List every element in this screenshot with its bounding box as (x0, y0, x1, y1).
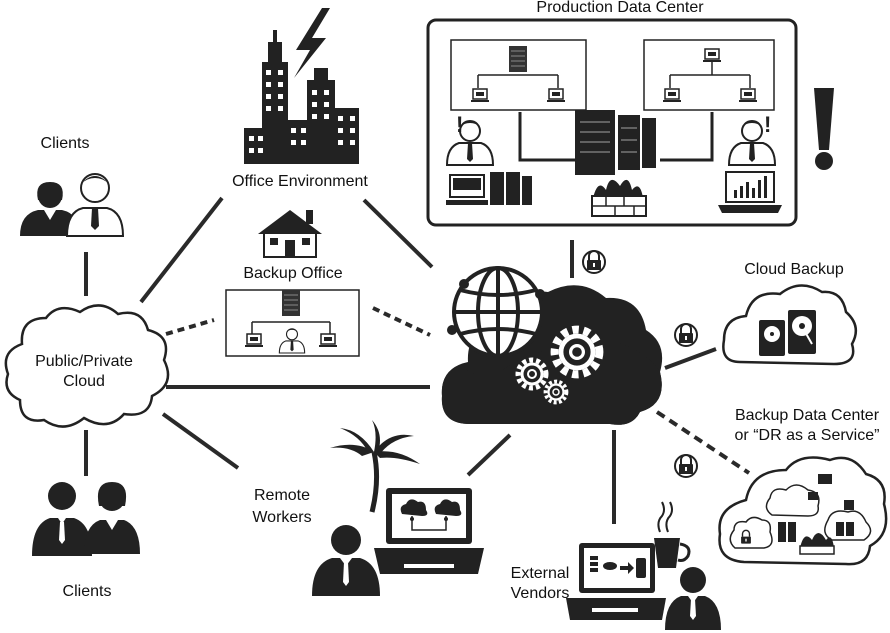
backup-office-label: Backup Office (243, 265, 343, 282)
svg-text:!: ! (456, 112, 463, 137)
cloud-backup-label: Cloud Backup (744, 261, 844, 278)
lock-icon (582, 250, 606, 274)
public-private-cloud-label-line1: Public/Private (35, 353, 133, 370)
remote-worker-user-icon (312, 525, 380, 596)
hard-drive-icon (759, 310, 816, 356)
line-cloud-office (139, 196, 224, 304)
office-environment-label: Office Environment (232, 173, 368, 190)
svg-text:!: ! (764, 112, 771, 137)
user-icon (20, 182, 80, 236)
laptop-icon (374, 488, 484, 574)
house-icon (258, 210, 322, 258)
central-cloud-hub (441, 266, 663, 425)
backup-data-center-label-line1: Backup Data Center (734, 407, 880, 424)
firewall-icon (591, 179, 647, 217)
remote-workers-label-line1: Remote (253, 487, 311, 504)
line-hub-remote-laptop (466, 433, 512, 477)
external-vendors-label-line1: External (510, 565, 570, 582)
production-data-center: ! ! (426, 18, 798, 227)
cloud-backup-icon (722, 284, 858, 366)
vendor-user-icon (665, 567, 721, 630)
dr-cloud-icon (718, 456, 888, 566)
lock-icon (674, 454, 698, 478)
lightning-icon (294, 8, 330, 78)
connection-lines (84, 196, 751, 524)
cloud-icon (4, 304, 170, 428)
remote-workers-label-line2: Workers (252, 509, 312, 526)
chart-monitor-icon (718, 171, 782, 213)
clients-bottom-label: Clients (62, 583, 112, 600)
exclamation-icon (814, 88, 834, 170)
public-private-cloud-label-line2: Cloud (63, 373, 105, 390)
lock-icon (674, 323, 698, 347)
clients-top-icon (20, 173, 125, 237)
backup-office-network (225, 289, 360, 357)
globe-icon (447, 266, 545, 358)
line-hub-dr (655, 410, 751, 475)
external-vendors-label-line2: Vendors (510, 585, 570, 602)
office-building-icon (244, 8, 359, 164)
vendor-laptop-icon (566, 543, 666, 620)
coffee-cup-icon (654, 501, 691, 568)
clients-top-label: Clients (40, 135, 90, 152)
server-rack-icon (575, 110, 656, 175)
firewall-icon (800, 533, 834, 548)
backup-data-center-label-line2: or “DR as a Service” (734, 427, 880, 444)
line-backup-office-hub (372, 306, 431, 337)
line-hub-cloud-backup (664, 347, 717, 370)
line-cloud-backup-office (165, 318, 215, 336)
line-cloud-remote (161, 412, 240, 470)
workstation-icon (446, 172, 532, 205)
production-data-center-label: Production Data Center (536, 0, 704, 16)
line-office-hub (362, 198, 434, 269)
clients-bottom-icon (32, 482, 140, 556)
palm-tree-icon (330, 420, 420, 513)
